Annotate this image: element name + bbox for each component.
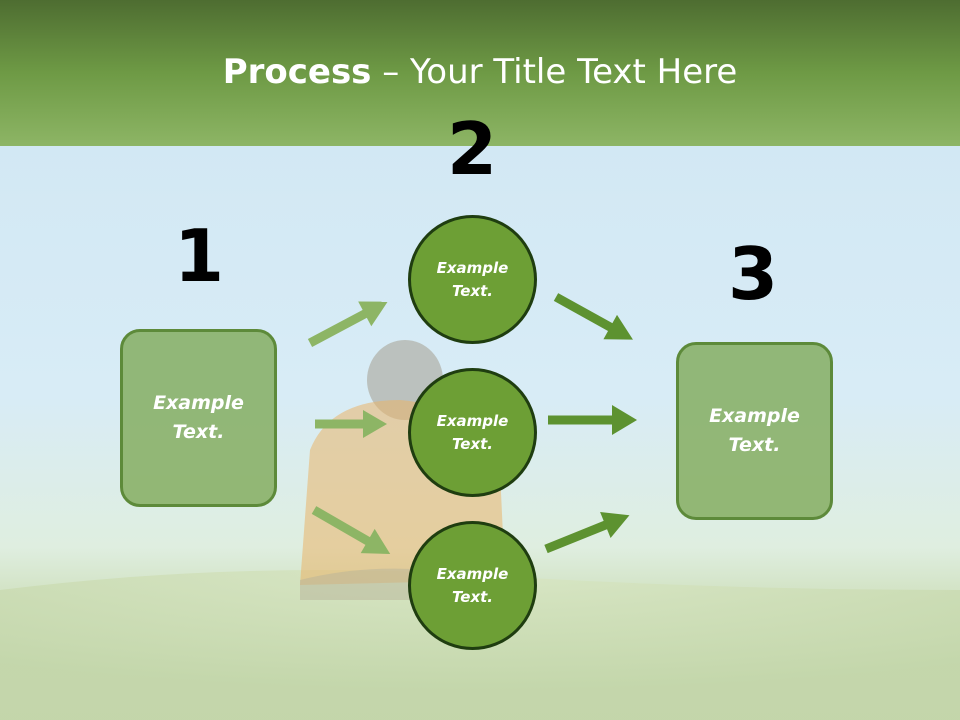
circle-middle-text: Example Text.	[436, 411, 509, 453]
arrow-top-to-right	[553, 293, 633, 340]
circle-top: Example Text.	[408, 215, 537, 344]
title-bold: Process	[222, 52, 372, 92]
step-number-2: 2	[446, 107, 498, 191]
circle-bottom: Example Text.	[408, 521, 537, 650]
slide-title: Process – Your Title Text Here	[0, 52, 960, 92]
arrow-left-to-top	[307, 301, 388, 347]
right-box-text: Example Text.	[709, 405, 800, 456]
arrow-left-to-bottom	[311, 506, 391, 554]
circle-top-text: Example Text.	[436, 258, 509, 300]
left-box: Example Text.	[120, 329, 277, 507]
title-rest: – Your Title Text Here	[371, 52, 738, 92]
step-number-3: 3	[727, 232, 779, 316]
arrow-middle-to-right	[548, 405, 637, 435]
title-bar	[0, 0, 960, 146]
left-box-text: Example Text.	[153, 392, 244, 443]
arrow-left-to-middle	[315, 410, 387, 438]
circle-middle: Example Text.	[408, 368, 537, 497]
right-box: Example Text.	[676, 342, 833, 520]
step-number-1: 1	[173, 214, 225, 298]
circle-bottom-text: Example Text.	[436, 564, 509, 606]
arrow-bottom-to-right	[544, 512, 630, 554]
